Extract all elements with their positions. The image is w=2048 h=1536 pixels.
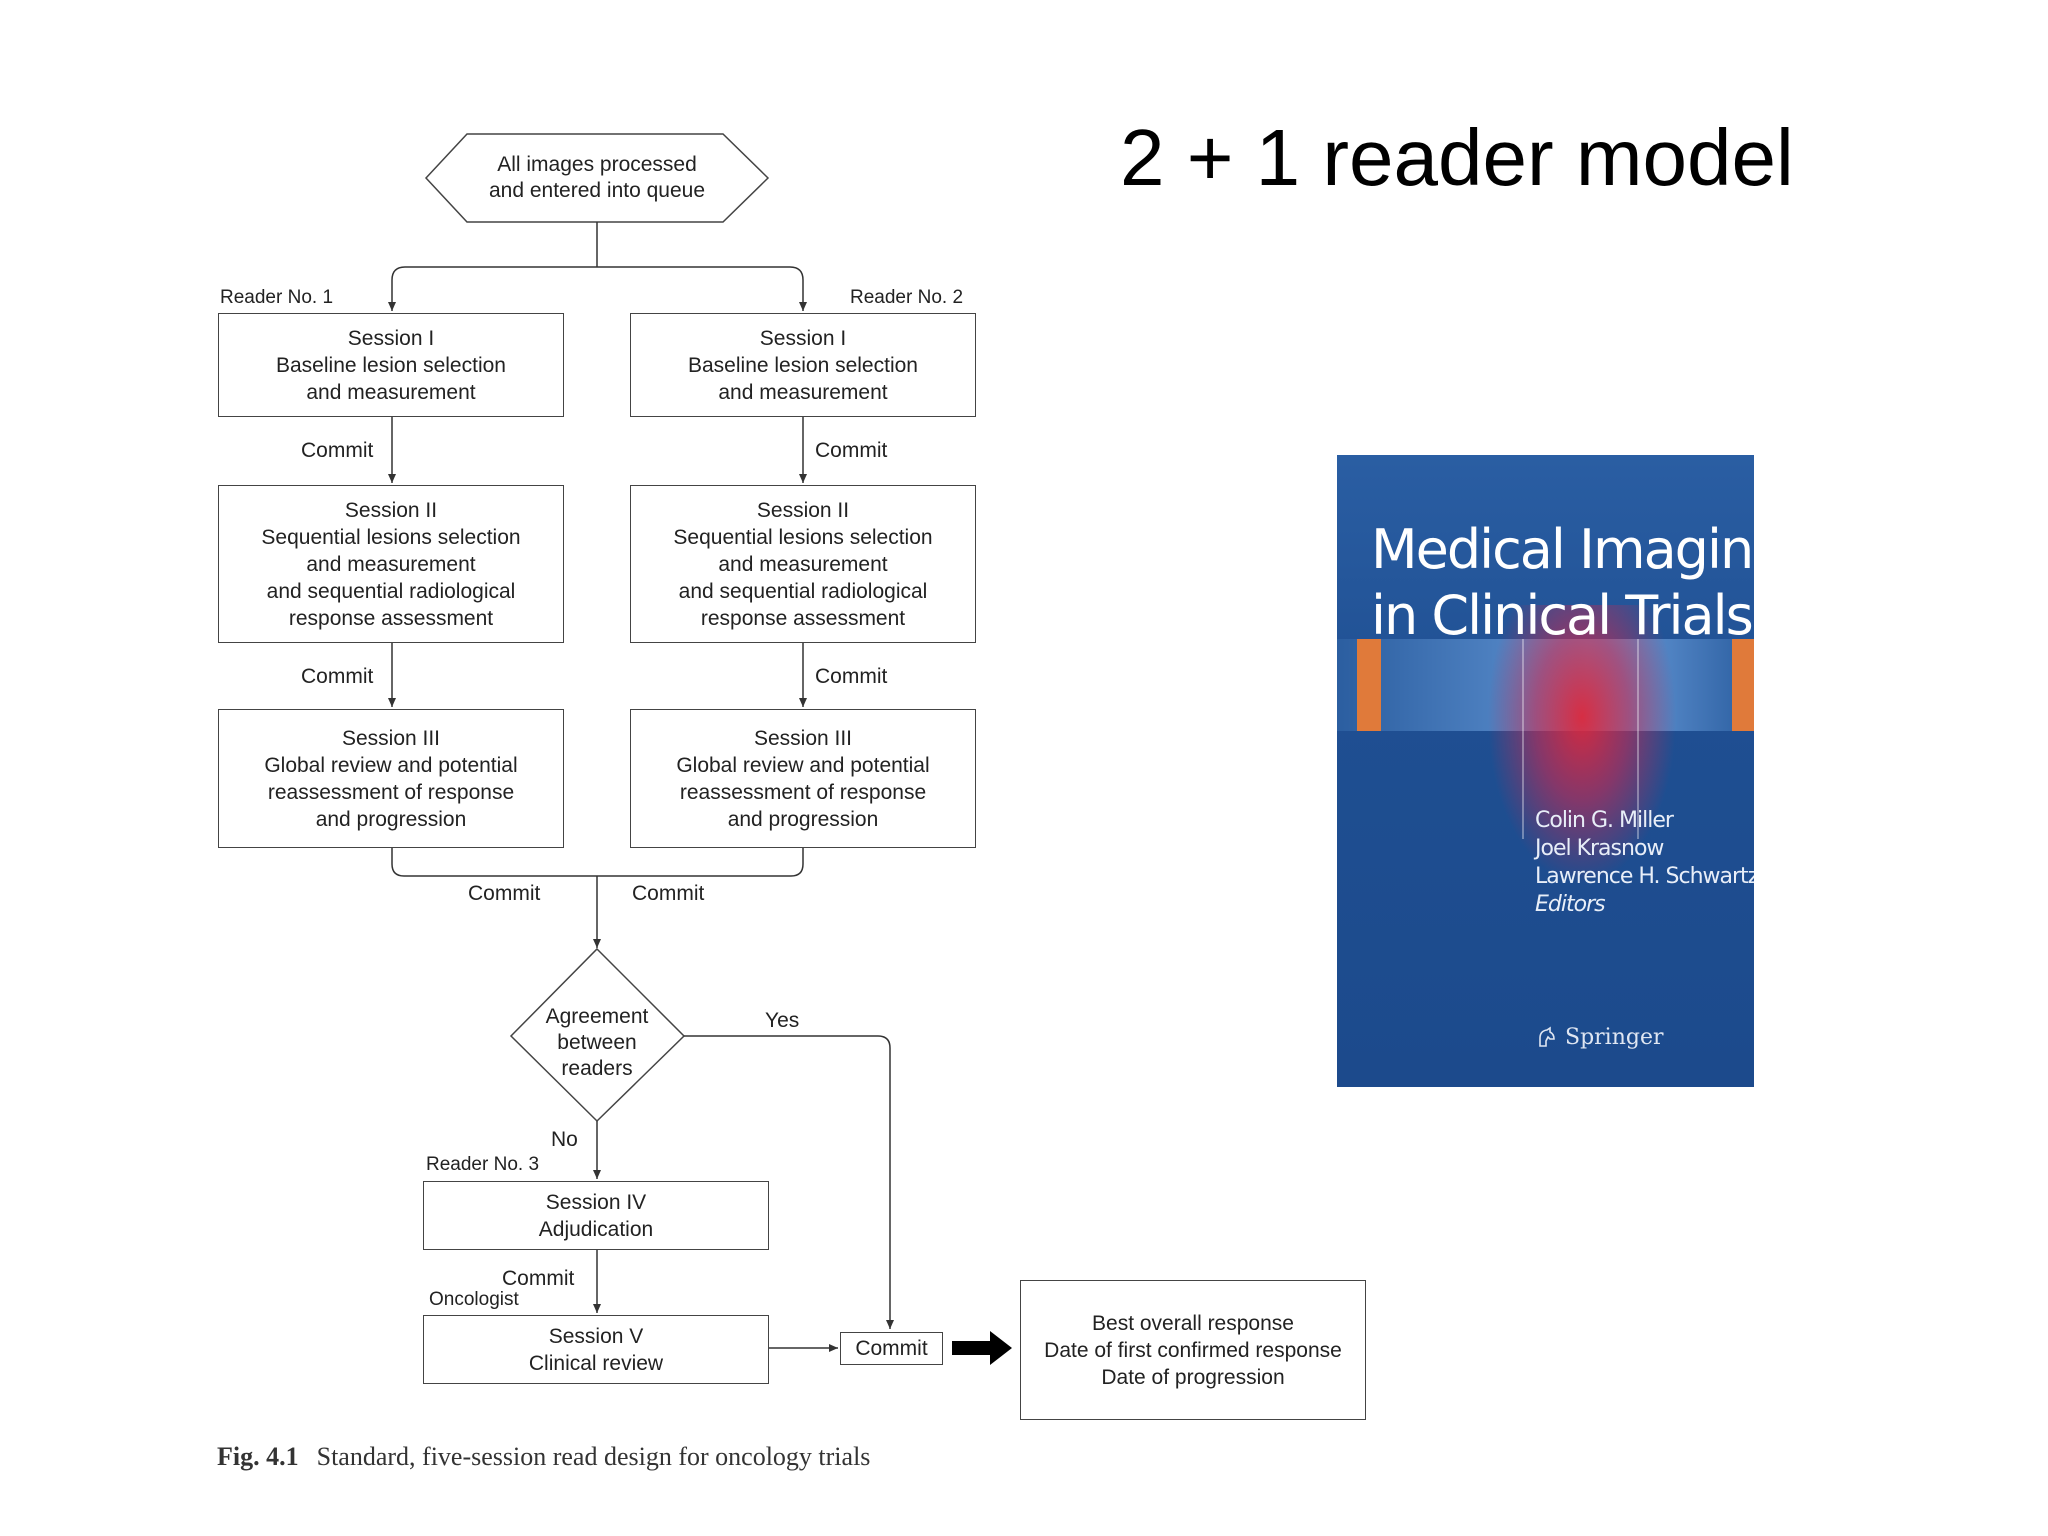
cover-artwork [1487, 605, 1677, 885]
slide-title: 2 + 1 reader model [1120, 113, 1794, 202]
commit-label-merge-left: Commit [468, 882, 541, 905]
cover-accent-right [1732, 639, 1754, 731]
figure-caption: Fig. 4.1 Standard, five-session read desi… [217, 1442, 870, 1472]
output-box: Best overall response Date of first conf… [1020, 1280, 1366, 1420]
session5-box: Session V Clinical review [423, 1315, 769, 1384]
book-cover: Medical Imaging in Clinical Trials Colin… [1337, 455, 1754, 1087]
commit-label-right-1: Commit [815, 439, 888, 462]
bold-arrow-output [952, 1331, 1012, 1365]
connector-merge [391, 848, 804, 877]
commit-label-s4: Commit [502, 1267, 575, 1290]
session4-box: Session IV Adjudication [423, 1181, 769, 1250]
cover-line [1522, 639, 1524, 839]
connector-split-right [597, 266, 807, 311]
springer-horse-icon [1539, 1026, 1555, 1047]
reader2-session2-box: Session II Sequential lesions selection … [630, 485, 976, 643]
commit-label-merge-right: Commit [632, 882, 705, 905]
decision-text: Agreement between readers [545, 1005, 649, 1080]
book-title: Medical Imaging in Clinical Trials [1371, 518, 1754, 647]
book-editors: Colin G. Miller Joel Krasnow Lawrence H.… [1535, 808, 1754, 917]
reader1-session1-box: Session I Baseline lesion selection and … [218, 313, 564, 417]
connector-split-left [388, 266, 597, 311]
cover-accent-left [1357, 639, 1381, 731]
cover-line [1637, 639, 1639, 839]
caption-label: Fig. 4.1 [217, 1442, 299, 1471]
reader-3-label: Reader No. 3 [426, 1154, 540, 1175]
no-label: No [551, 1128, 578, 1151]
reader2-session3-box: Session III Global review and potential … [630, 709, 976, 848]
oncologist-label: Oncologist [429, 1289, 519, 1310]
reader-1-label: Reader No. 1 [220, 287, 334, 308]
reader1-session3-box: Session III Global review and potential … [218, 709, 564, 848]
reader2-session1-box: Session I Baseline lesion selection and … [630, 313, 976, 417]
book-publisher: Springer [1535, 1025, 1664, 1050]
commit-label-left-1: Commit [301, 439, 374, 462]
yes-label: Yes [765, 1009, 800, 1032]
commit-label-left-2: Commit [301, 665, 374, 688]
reader1-session2-box: Session II Sequential lesions selection … [218, 485, 564, 643]
reader-2-label: Reader No. 2 [850, 287, 964, 308]
caption-text: Standard, five-session read design for o… [316, 1442, 871, 1471]
connector-yes [684, 1035, 894, 1329]
start-text: All images processed and entered into qu… [488, 153, 706, 202]
commit-label-right-2: Commit [815, 665, 888, 688]
commit-box: Commit [840, 1332, 943, 1365]
start-hexagon [424, 133, 770, 223]
